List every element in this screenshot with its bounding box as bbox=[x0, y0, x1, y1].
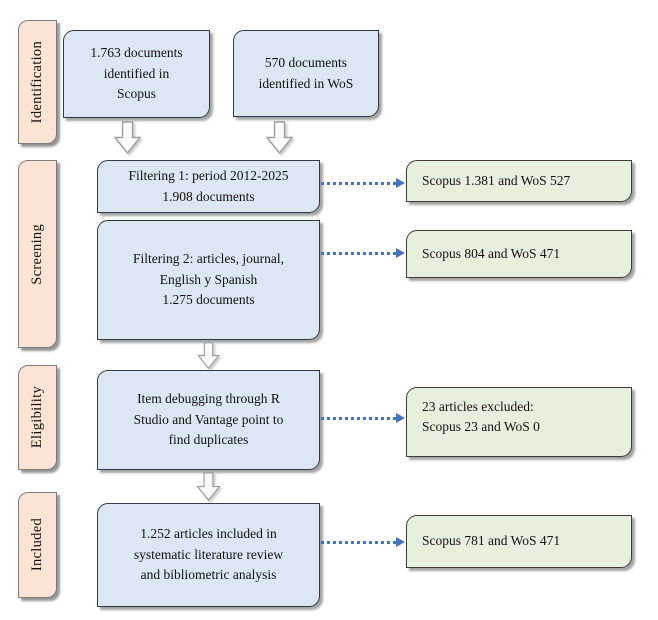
arrowhead bbox=[396, 178, 405, 188]
box-filtering-2: Filtering 2: articles, journal, English … bbox=[97, 220, 320, 340]
dotted-arrow-icon bbox=[321, 178, 405, 188]
dotted-line bbox=[321, 181, 396, 185]
down-arrow-icon bbox=[114, 121, 141, 154]
box-filtering-1: Filtering 1: period 2012-2025 1.908 docu… bbox=[97, 160, 320, 213]
stage-label-screening: Screening bbox=[18, 160, 57, 348]
box-wos-identified: 570 documents identified in WoS bbox=[233, 30, 379, 117]
stage-label-included: Included bbox=[18, 492, 57, 598]
arrowhead bbox=[396, 248, 405, 258]
arrowhead bbox=[396, 413, 405, 423]
result-box-after-filtering-2: Scopus 804 and WoS 471 bbox=[406, 230, 632, 278]
dotted-arrow-icon bbox=[321, 248, 405, 258]
stage-label-included-text: Included bbox=[29, 518, 45, 572]
stage-label-identification: Identification bbox=[18, 20, 57, 144]
dotted-line bbox=[321, 540, 396, 544]
box-included-articles: 1.252 articles included in systematic li… bbox=[97, 503, 320, 607]
down-arrow-icon bbox=[196, 472, 221, 501]
stage-label-eligibility: Eligibility bbox=[18, 365, 57, 470]
stage-label-screening-text: Screening bbox=[29, 223, 45, 285]
box-scopus-identified: 1.763 documents identified in Scopus bbox=[63, 30, 210, 118]
result-box-after-filtering-1: Scopus 1.381 and WoS 527 bbox=[406, 160, 632, 202]
stage-label-eligibility-text: Eligibility bbox=[29, 386, 45, 449]
down-arrow-icon bbox=[197, 342, 220, 369]
box-item-debugging: Item debugging through R Studio and Vant… bbox=[97, 370, 320, 470]
result-box-excluded: 23 articles excluded: Scopus 23 and WoS … bbox=[406, 387, 632, 457]
dotted-arrow-icon bbox=[321, 413, 405, 423]
dotted-line bbox=[321, 251, 396, 255]
result-box-final: Scopus 781 and WoS 471 bbox=[406, 515, 632, 568]
dotted-arrow-icon bbox=[321, 537, 405, 547]
dotted-line bbox=[321, 416, 396, 420]
down-arrow-icon bbox=[266, 121, 293, 154]
arrowhead bbox=[396, 537, 405, 547]
stage-label-identification-text: Identification bbox=[29, 40, 45, 124]
